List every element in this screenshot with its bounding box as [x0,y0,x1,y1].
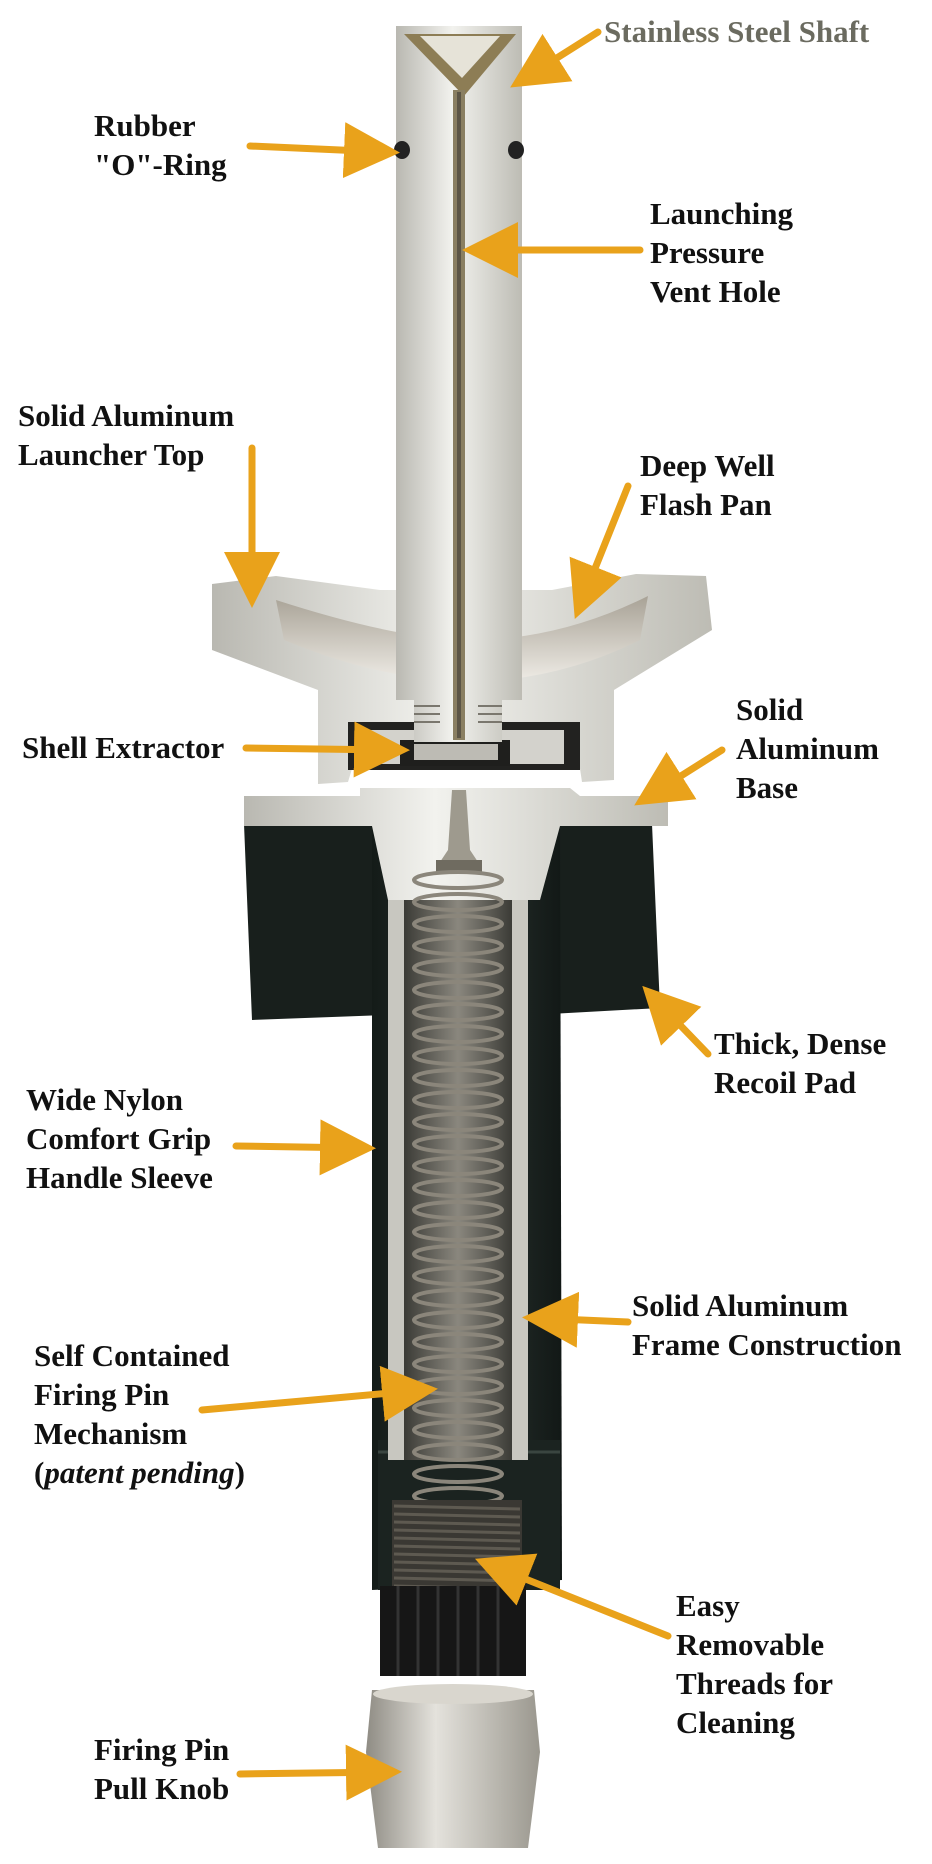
spring-coil [412,1134,504,1154]
knurled-collar [380,1586,526,1676]
label-firing-pin-pull-knob: Firing Pin Pull Knob [94,1732,230,1806]
spring-coil [412,1332,504,1352]
spring-coil [412,1046,504,1066]
spring-coil [412,1420,504,1440]
label-self-contained-firing-pin: Self Contained Firing Pin Mechanism (pat… [34,1338,245,1490]
arrow-base [634,746,726,806]
label-shell-extractor: Shell Extractor [22,730,225,765]
thread-line [393,1512,521,1519]
label-easy-removable-threads: Easy Removable Threads for Cleaning [676,1588,834,1740]
spring-coil [412,1156,504,1176]
label-thick-dense-recoil-pad: Thick, Dense Recoil Pad [714,1026,887,1100]
flash-pan-bowl [276,596,648,682]
spring-coil [412,980,504,1000]
spring-coil [412,1200,504,1220]
arrow-recoil-pad [642,985,712,1058]
spring-coil [412,1222,504,1242]
o-ring-right [508,141,524,159]
label-solid-aluminum-launcher-top: Solid Aluminum Launcher Top [18,398,235,472]
spring-coil [412,1266,504,1286]
patent-pending-text: patent pending [44,1455,235,1490]
spring-coil [412,1002,504,1022]
arrow-shell-extractor [242,721,410,778]
thread-line [393,1520,521,1527]
spring-coil [412,914,504,934]
label-solid-aluminum-frame: Solid Aluminum Frame Construction [632,1288,902,1362]
arrow-firing-pin [198,1365,438,1422]
spring-coil [412,1090,504,1110]
firing-pin-spring [412,870,504,1506]
arrow-shaft [510,28,602,88]
o-ring-left [394,141,410,159]
spring-coil [412,1288,504,1308]
arrow-pull-knob [236,1744,402,1801]
spring-coil [412,1310,504,1330]
spring-coil [412,870,504,890]
arrow-oring [246,122,400,179]
spring-coil [412,892,504,912]
arrow-grip [232,1119,376,1176]
spring-coil [412,1354,504,1374]
arrow-threads [475,1553,672,1640]
spring-coil [412,936,504,956]
thread-line [393,1544,521,1551]
thread-line [393,1528,521,1535]
label-stainless-steel-shaft: Stainless Steel Shaft [604,14,870,49]
frame-wall-left [388,860,404,1460]
spring-coil [412,1068,504,1088]
frame-wall-right [512,860,528,1460]
firing-pin-pull-knob [366,1690,540,1848]
thread-line [393,1504,521,1511]
spring-coil [412,1442,504,1462]
spring-coil [412,958,504,978]
label-launching-pressure-vent-hole: Launching Pressure Vent Hole [650,196,794,309]
firing-pin-tip [440,790,478,862]
label-rubber-o-ring: Rubber "O"-Ring [94,108,227,182]
spring-coil [412,1024,504,1044]
arrow-flash-pan [569,482,632,619]
label-solid-aluminum-base: Solid Aluminum Base [736,692,879,805]
label-wide-nylon-comfort-grip: Wide Nylon Comfort Grip Handle Sleeve [26,1082,213,1195]
spring-coil [412,1464,504,1484]
thread-line [393,1536,521,1543]
spring-coil [412,1178,504,1198]
label-deep-well-flash-pan: Deep Well Flash Pan [640,448,775,522]
spring-coil [412,1112,504,1132]
shaft-threads [414,705,502,723]
arrow-frame [522,1291,632,1348]
callout-arrows [198,28,726,1801]
spring-coil [412,1244,504,1264]
